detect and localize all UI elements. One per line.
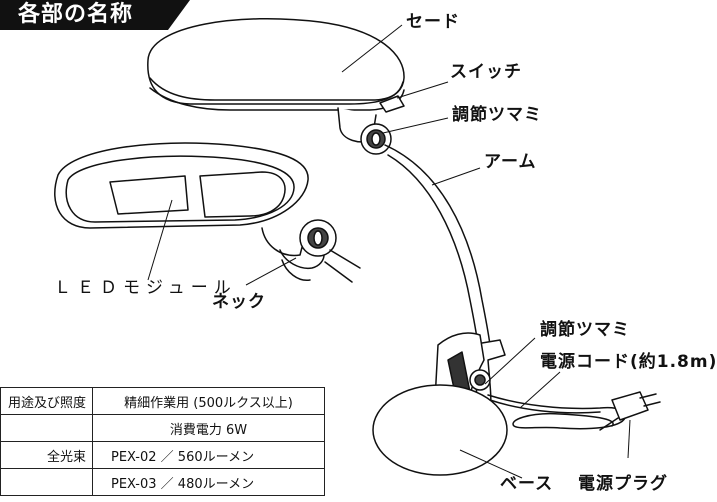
table-row: 用途及び照度 精細作業用 (500ルクス以上) [0, 387, 325, 415]
table-row: PEX-03 ／ 480ルーメン [0, 468, 325, 496]
label-switch: スイッチ [450, 62, 522, 82]
section-title-banner: 各部の名称 [0, 0, 190, 30]
spec-value-pex02: PEX-02 ／ 560ルーメン [92, 441, 325, 469]
table-row: 消費電力 6W [0, 414, 325, 442]
section-title: 各部の名称 [18, 2, 134, 27]
spec-key-lumen: 全光束 [0, 441, 93, 469]
label-power-cord: 電源コード(約1.8m) [540, 352, 717, 372]
spec-value-power: 消費電力 6W [92, 414, 325, 442]
label-adjust-knob-top: 調節ツマミ [452, 105, 542, 125]
label-base: ベース [500, 474, 554, 494]
label-neck: ネック [212, 292, 266, 312]
spec-key-usage: 用途及び照度 [0, 387, 93, 415]
shade-shape [147, 18, 405, 105]
base-shape [372, 384, 508, 476]
spec-key-empty [0, 414, 93, 442]
switch-shape [379, 95, 405, 113]
table-row: 全光束 PEX-02 ／ 560ルーメン [0, 441, 325, 469]
arm-shape [384, 144, 491, 346]
spec-key-empty [0, 468, 93, 496]
neck-shape [279, 249, 325, 270]
label-arm: アーム [484, 152, 537, 172]
label-shade: セード [406, 12, 460, 32]
spec-value-usage: 精細作業用 (500ルクス以上) [92, 387, 325, 415]
label-adjust-knob-bottom: 調節ツマミ [540, 320, 630, 340]
spec-table: 用途及び照度 精細作業用 (500ルクス以上) 消費電力 6W 全光束 PEX-… [0, 387, 325, 496]
spec-value-pex03: PEX-03 ／ 480ルーメン [92, 468, 325, 496]
label-power-plug: 電源プラグ [578, 474, 668, 494]
label-led-module: ＬＥＤモジュール [54, 278, 237, 298]
power-plug-shape [611, 391, 649, 421]
power-cord-shape [487, 394, 627, 430]
